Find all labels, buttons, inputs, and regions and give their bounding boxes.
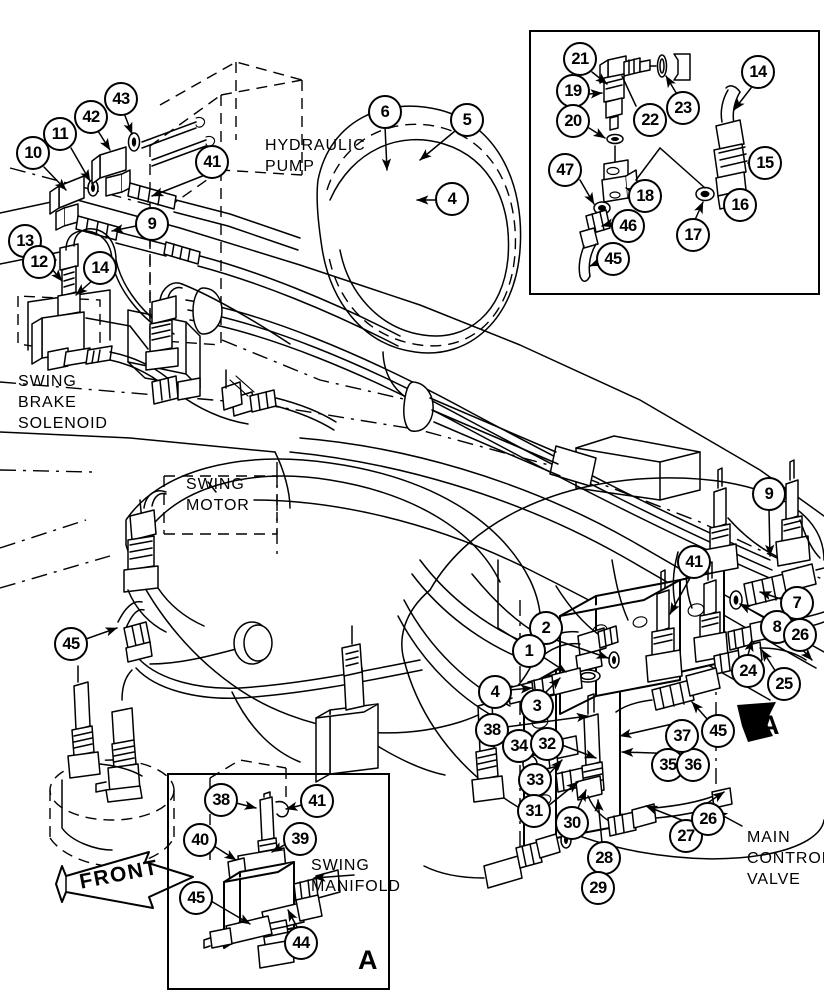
callout-bubble-12: 12 <box>22 245 56 279</box>
hydraulic-pump-label: HYDRAULIC PUMP <box>265 137 366 175</box>
callout-bubble-41: 41 <box>195 145 229 179</box>
callout-bubble-23: 23 <box>666 91 700 125</box>
callout-bubble-41: 41 <box>300 784 334 818</box>
callout-bubble-45: 45 <box>701 714 735 748</box>
detail-box-top <box>529 30 820 295</box>
inset-bottom-detail <box>203 791 355 969</box>
callout-bubble-41: 41 <box>677 545 711 579</box>
callout-bubble-17: 17 <box>676 218 710 252</box>
callout-bubble-6: 6 <box>368 95 402 129</box>
callout-bubble-4: 4 <box>478 675 512 709</box>
front-direction-badge <box>55 851 194 909</box>
callout-bubble-34: 34 <box>502 729 536 763</box>
callout-bubble-38: 38 <box>204 783 238 817</box>
swing-motor-label: SWING MOTOR <box>186 476 250 514</box>
swing-bearing-circle <box>49 759 175 867</box>
callout-bubble-45: 45 <box>54 627 88 661</box>
callout-bubble-26: 26 <box>783 618 817 652</box>
top-left-fittings <box>49 116 401 347</box>
callout-bubble-40: 40 <box>183 823 217 857</box>
detail-box-bottom-letter: A <box>358 945 378 975</box>
swing-motor-box <box>163 462 278 560</box>
callout-bubble-18: 18 <box>628 179 662 213</box>
detail-box-bottom <box>167 773 390 990</box>
callout-bubble-45: 45 <box>179 881 213 915</box>
callout-bubble-37: 37 <box>665 719 699 753</box>
callout-bubble-29: 29 <box>581 871 615 905</box>
callout-bubble-9: 9 <box>752 477 786 511</box>
callout-bubble-46: 46 <box>611 209 645 243</box>
callout-bubble-15: 15 <box>748 146 782 180</box>
callout-bubble-33: 33 <box>518 763 552 797</box>
hose-45-left <box>95 600 423 803</box>
callout-bubble-22: 22 <box>633 103 667 137</box>
callout-bubble-11: 11 <box>43 117 77 151</box>
callout-bubble-28: 28 <box>587 841 621 875</box>
lower-left-elbow <box>423 831 572 889</box>
callout-bubble-5: 5 <box>450 103 484 137</box>
callout-bubble-19: 19 <box>556 74 590 108</box>
callout-bubble-30: 30 <box>555 806 589 840</box>
callout-bubble-31: 31 <box>517 794 551 828</box>
callout-bubble-21: 21 <box>563 42 597 76</box>
center-fittings <box>123 282 337 633</box>
leader-lines <box>37 112 813 844</box>
callout-bubble-2: 2 <box>529 611 563 645</box>
callout-bubble-36: 36 <box>676 748 710 782</box>
callout-bubble-25: 25 <box>767 667 801 701</box>
callout-bubble-20: 20 <box>556 104 590 138</box>
callout-bubble-42: 42 <box>74 100 108 134</box>
callout-bubble-1: 1 <box>512 634 546 668</box>
callout-bubble-32: 32 <box>530 727 564 761</box>
swing-brake-solenoid-label: SWING BRAKE SOLENOID <box>18 373 108 432</box>
callout-bubble-16: 16 <box>723 188 757 222</box>
callout-bubble-44: 44 <box>284 926 318 960</box>
swing-manifold-insitu <box>209 625 379 860</box>
callout-bubble-47: 47 <box>548 153 582 187</box>
callout-bubble-14: 14 <box>83 251 117 285</box>
callout-bubble-14: 14 <box>741 55 775 89</box>
left-lower-fitting <box>67 665 143 779</box>
main-control-valve-label: MAIN CONTROL VALVE <box>747 829 824 888</box>
callout-bubble-3: 3 <box>520 689 554 723</box>
swing-manifold-label: SWING MANIFOLD <box>311 857 401 895</box>
callout-bubble-24: 24 <box>731 654 765 688</box>
section-a-arrow <box>737 702 776 742</box>
section-a-marker-letter: A <box>760 710 780 740</box>
callout-bubble-43: 43 <box>104 82 138 116</box>
callout-bubble-10: 10 <box>16 136 50 170</box>
callout-bubble-26: 26 <box>691 802 725 836</box>
callout-bubble-45: 45 <box>596 242 630 276</box>
callout-bubble-4: 4 <box>435 182 469 216</box>
valve-right-fittings <box>615 563 824 713</box>
callout-bubble-39: 39 <box>283 822 317 856</box>
callout-bubble-9: 9 <box>135 207 169 241</box>
swing-brake-solenoid-assembly <box>31 228 249 425</box>
